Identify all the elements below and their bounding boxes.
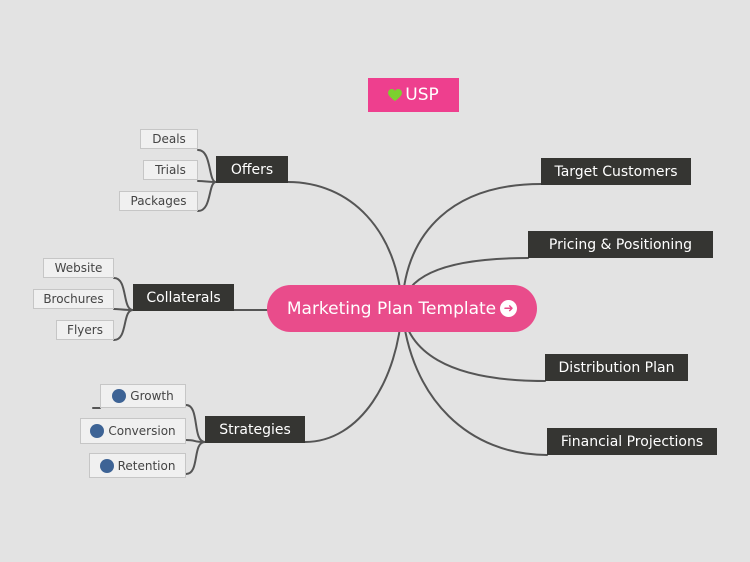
arrow-right-circle-icon[interactable]: ➜ (500, 300, 518, 317)
blue-dot-icon (99, 458, 114, 473)
topic-label: Pricing & Positioning (548, 236, 693, 253)
subtopic-packages[interactable]: Packages (119, 191, 198, 211)
connector-target-customers (401, 183, 542, 309)
subtopic-flyers[interactable]: Flyers (56, 320, 114, 340)
central-topic[interactable]: Marketing Plan Template ➜ (267, 285, 537, 332)
subtopic-website[interactable]: Website (43, 258, 114, 278)
subtopic-brochures[interactable]: Brochures (33, 289, 114, 309)
connector-retention (185, 441, 206, 475)
blue-dot-icon (112, 389, 127, 403)
subtopic-label: Flyers (67, 323, 103, 337)
subtopic-label: Website (54, 261, 103, 275)
subtopic-label: Deals (152, 132, 186, 146)
central-topic-label: Marketing Plan Template (286, 298, 497, 319)
green-heart-icon (388, 88, 403, 101)
subtopic-label: Brochures (43, 292, 104, 306)
connector-website (113, 277, 134, 311)
connector-offers (287, 181, 403, 309)
topic-label: Target Customers (554, 163, 678, 180)
subtopic-label: Retention (117, 458, 176, 473)
connector-deals (197, 149, 217, 183)
topic-offers[interactable]: Offers (216, 156, 288, 183)
connector-flyers (113, 309, 134, 341)
connector-strategies (304, 307, 403, 443)
subtopic-label: Growth (130, 389, 174, 403)
subtopic-trials[interactable]: Trials (143, 160, 198, 180)
topic-label: Financial Projections (560, 433, 704, 450)
connector-trials (197, 180, 217, 183)
topic-target-customers[interactable]: Target Customers (541, 158, 691, 185)
topic-financial-projections[interactable]: Financial Projections (547, 428, 717, 455)
subtopic-deals[interactable]: Deals (140, 129, 198, 149)
connector-growth (185, 404, 206, 443)
topic-strategies[interactable]: Strategies (205, 416, 305, 443)
usp-label: USP (405, 85, 439, 105)
topic-label: Collaterals (146, 289, 221, 306)
topic-pricing-positioning[interactable]: Pricing & Positioning (528, 231, 713, 258)
subtopic-label: Conversion (108, 424, 176, 438)
subtopic-growth[interactable]: Growth (100, 384, 186, 408)
topic-collaterals[interactable]: Collaterals (133, 284, 234, 311)
connector-financial-projections (401, 307, 548, 456)
blue-dot-icon (90, 424, 105, 438)
topic-label: Distribution Plan (558, 359, 675, 376)
subtopic-conversion[interactable]: Conversion (80, 418, 186, 444)
connector-packages (197, 181, 217, 212)
usp-node[interactable]: USP (368, 78, 459, 112)
topic-label: Offers (230, 161, 274, 178)
subtopic-label: Packages (130, 194, 187, 208)
subtopic-retention[interactable]: Retention (89, 453, 186, 478)
topic-distribution-plan[interactable]: Distribution Plan (545, 354, 688, 381)
topic-label: Strategies (219, 421, 291, 438)
subtopic-label: Trials (155, 163, 186, 177)
